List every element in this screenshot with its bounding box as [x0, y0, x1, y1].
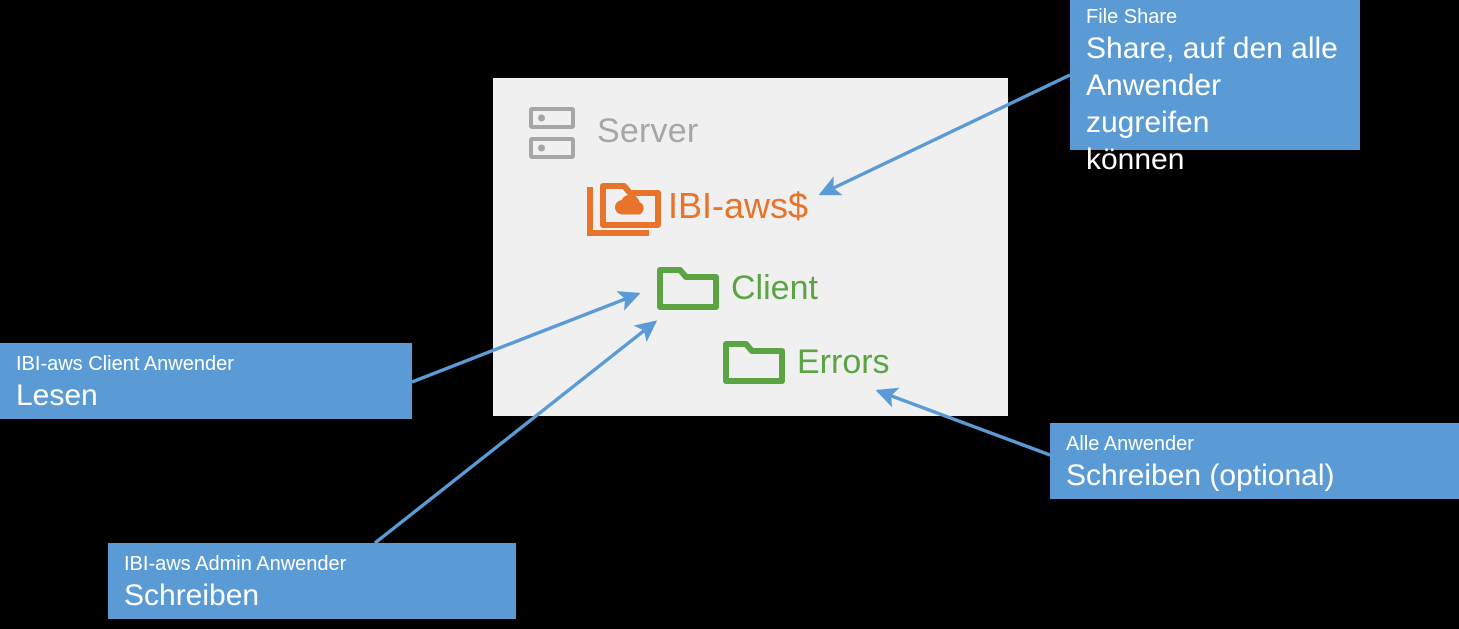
callout-title: IBI-aws Admin Anwender	[124, 553, 347, 575]
server-led-top	[538, 114, 545, 122]
folder-icon-errors	[722, 338, 786, 386]
folder-label-client: Client	[731, 269, 818, 307]
folder-label-errors: Errors	[797, 343, 890, 381]
cloud-folder-icon	[586, 180, 664, 237]
server-icon	[529, 107, 581, 165]
callout-body: Share, auf den alle Anwender zugreifen k…	[1086, 32, 1338, 176]
callout-title: Alle Anwender	[1066, 433, 1194, 455]
callout-body: Schreiben (optional)	[1066, 459, 1335, 492]
callout-ibi-aws-admin-anwender[interactable]: IBI-aws Admin Anwender Schreiben	[108, 543, 516, 619]
server-bay-top	[529, 107, 575, 129]
callout-body: Lesen	[16, 379, 98, 412]
callout-title: File Share	[1086, 6, 1178, 28]
folder-icon-client	[656, 264, 720, 312]
callout-file-share[interactable]: File Share Share, auf den alle Anwender …	[1070, 0, 1360, 176]
callout-title: IBI-aws Client Anwender	[16, 353, 234, 375]
server-label: Server	[597, 112, 699, 150]
share-label: IBI-aws$	[668, 185, 809, 226]
callout-body: Schreiben	[124, 579, 260, 612]
server-bay-bottom	[529, 137, 575, 159]
server-led-bottom	[538, 144, 545, 152]
callout-alle-anwender[interactable]: Alle Anwender Schreiben (optional)	[1050, 423, 1459, 499]
callout-ibi-aws-client-anwender[interactable]: IBI-aws Client Anwender Lesen	[0, 343, 412, 419]
